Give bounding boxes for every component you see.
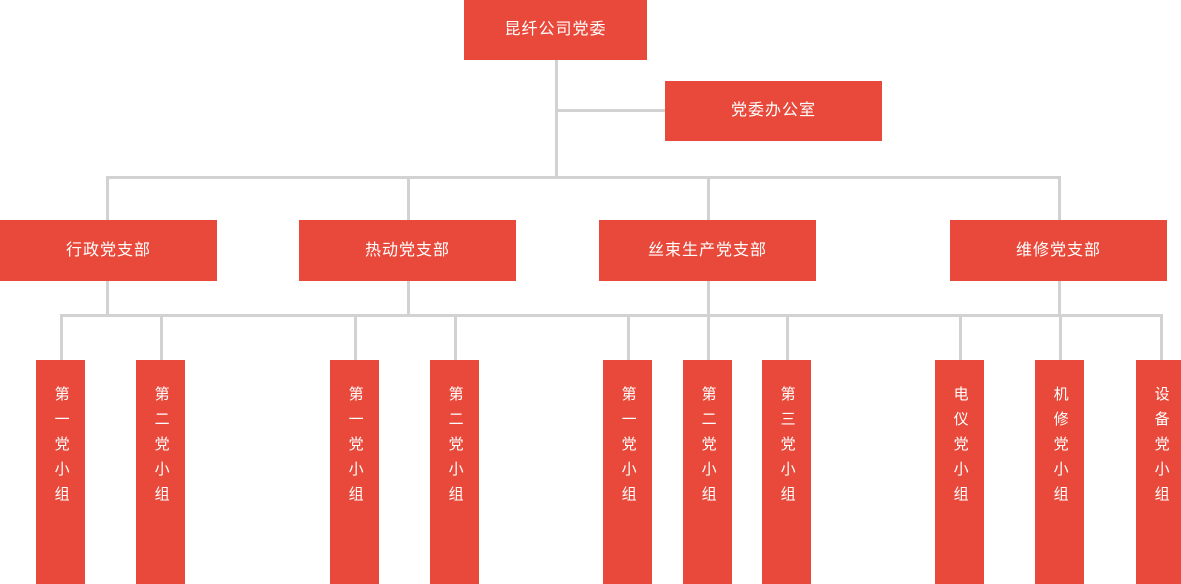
connector-drop-leaf-5	[627, 314, 630, 362]
connector-drop-branch-4	[1058, 176, 1061, 220]
node-group-label: 第三党小组	[778, 386, 796, 511]
node-group-tow-3[interactable]: 第三党小组	[762, 360, 811, 584]
node-branch-thermal-power[interactable]: 热动党支部	[299, 220, 516, 281]
connector-drop-branch-1	[106, 176, 109, 220]
node-group-thermal-2[interactable]: 第二党小组	[430, 360, 479, 584]
connector-root-trunk	[555, 60, 558, 178]
connector-stem-branch-3	[707, 281, 710, 316]
node-group-label: 第一党小组	[52, 386, 70, 511]
node-group-label: 第二党小组	[699, 386, 717, 511]
connector-stem-branch-2	[407, 281, 410, 316]
node-group-maintenance-3[interactable]: 设备党小组	[1136, 360, 1181, 584]
node-group-label: 机修党小组	[1051, 386, 1069, 511]
node-group-label: 第二党小组	[152, 386, 170, 511]
connector-drop-leaf-6	[707, 314, 710, 362]
connector-drop-branch-2	[407, 176, 410, 220]
node-branch-tow-production[interactable]: 丝束生产党支部	[599, 220, 816, 281]
connector-drop-leaf-10	[1160, 314, 1163, 362]
connector-drop-leaf-3	[354, 314, 357, 362]
node-party-committee-office[interactable]: 党委办公室	[665, 81, 882, 141]
node-group-label: 第二党小组	[446, 386, 464, 511]
node-branch-administrative[interactable]: 行政党支部	[0, 220, 217, 281]
connector-stem-branch-1	[106, 281, 109, 316]
connector-level3-bus	[60, 314, 1163, 317]
node-group-maintenance-2[interactable]: 机修党小组	[1035, 360, 1084, 584]
connector-drop-leaf-9	[1059, 314, 1062, 362]
node-group-thermal-1[interactable]: 第一党小组	[330, 360, 379, 584]
node-group-label: 电仪党小组	[951, 386, 969, 511]
node-root-party-committee[interactable]: 昆纤公司党委	[464, 0, 647, 60]
node-group-tow-1[interactable]: 第一党小组	[603, 360, 652, 584]
connector-drop-leaf-2	[160, 314, 163, 362]
connector-drop-leaf-7	[786, 314, 789, 362]
node-group-admin-2[interactable]: 第二党小组	[136, 360, 185, 584]
connector-drop-branch-3	[707, 176, 710, 220]
connector-level2-bus	[106, 176, 1061, 179]
connector-root-to-office	[555, 109, 665, 112]
node-group-admin-1[interactable]: 第一党小组	[36, 360, 85, 584]
node-group-label: 第一党小组	[619, 386, 637, 511]
node-group-maintenance-1[interactable]: 电仪党小组	[935, 360, 984, 584]
connector-drop-leaf-1	[60, 314, 63, 362]
node-group-label: 设备党小组	[1152, 386, 1170, 511]
node-branch-maintenance[interactable]: 维修党支部	[950, 220, 1167, 281]
connector-stem-branch-4	[1058, 281, 1061, 316]
connector-drop-leaf-4	[454, 314, 457, 362]
connector-drop-leaf-8	[959, 314, 962, 362]
node-group-tow-2[interactable]: 第二党小组	[683, 360, 732, 584]
node-group-label: 第一党小组	[346, 386, 364, 511]
